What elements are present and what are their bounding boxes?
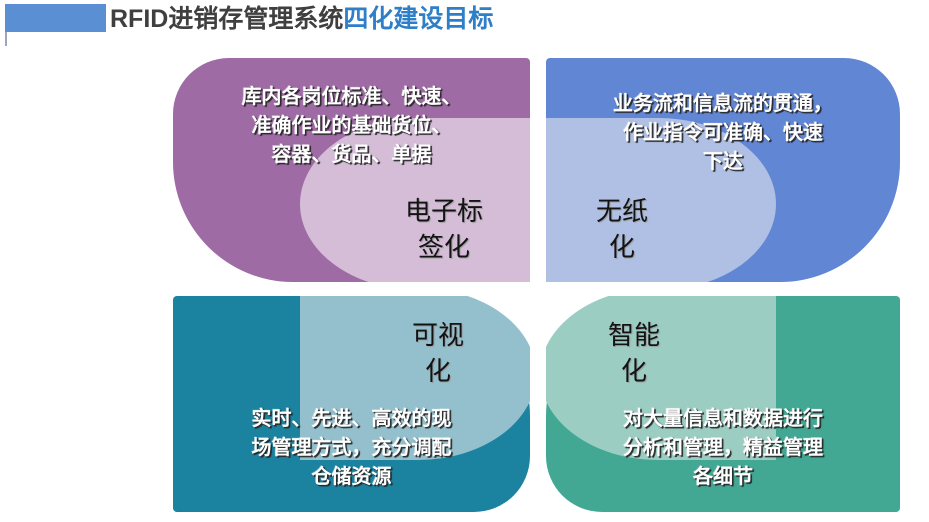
title-divider-line	[5, 32, 7, 46]
quadrant-top-right[interactable]: 业务流和信息流的贯通， 作业指令可准确、快速 下达 无纸 化	[546, 58, 900, 282]
quadrant-top-right-oval	[546, 118, 776, 282]
quadrant-bottom-right[interactable]: 对大量信息和数据进行 分析和管理，精益管理 各细节 智能 化	[546, 296, 900, 512]
quadrant-top-right-label: 无纸 化	[595, 197, 648, 262]
quadrant-top-right-body: 业务流和信息流的贯通， 作业指令可准确、快速 下达	[613, 93, 833, 173]
quadrant-bottom-left-body: 实时、先进、高效的现 场管理方式，充分调配 仓储资源	[251, 408, 452, 488]
page-title-main: RFID进销存管理系统	[110, 5, 344, 33]
page-title: RFID进销存管理系统四化建设目标	[110, 2, 493, 36]
page-title-highlight: 四化建设目标	[343, 5, 494, 33]
quadrant-top-left-label: 电子标 签化	[404, 197, 483, 262]
quadrant-bottom-left-label: 可视 化	[411, 321, 464, 386]
quadrant-bottom-right-oval	[546, 296, 776, 460]
quadrant-bottom-right-label: 智能 化	[607, 321, 660, 386]
quadrant-top-left-oval	[300, 118, 530, 282]
quadrant-top-left[interactable]: 库内各岗位标准、快速、 准确作业的基础货位、 容器、货品、单据 电子标 签化	[173, 58, 530, 282]
quadrant-bottom-left-oval	[300, 296, 530, 460]
quadrant-top-left-body: 库内各岗位标准、快速、 准确作业的基础货位、 容器、货品、单据	[241, 86, 462, 166]
quadrant-bottom-left[interactable]: 实时、先进、高效的现 场管理方式，充分调配 仓储资源 可视 化	[173, 296, 530, 512]
title-accent-bar	[5, 4, 106, 32]
slide-title-bar: RFID进销存管理系统四化建设目标	[0, 0, 929, 46]
quadrant-bottom-right-body: 对大量信息和数据进行 分析和管理，精益管理 各细节	[623, 408, 823, 488]
